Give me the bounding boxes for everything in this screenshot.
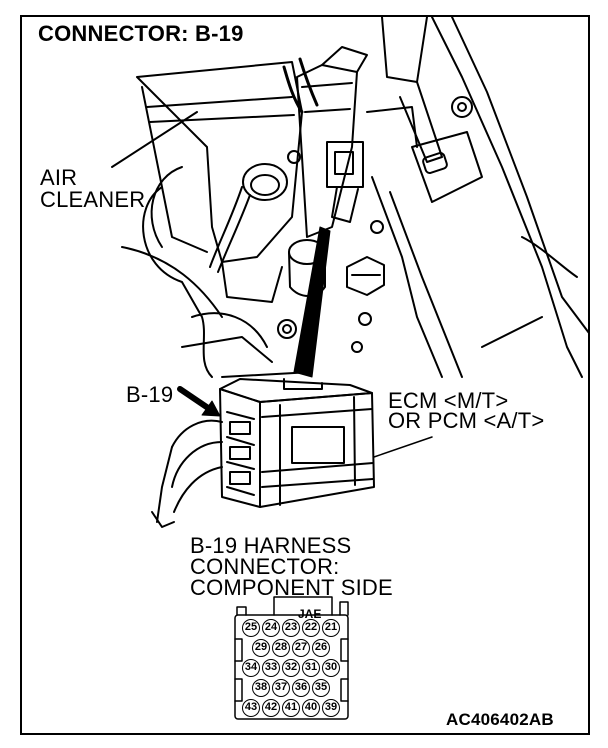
connector-pin-29: 29 [252, 639, 270, 657]
diagram-frame: CONNECTOR: B-19 AIR CLEANER B-19 ECM <M/… [20, 15, 590, 735]
ecm-label-line1: ECM <M/T> [388, 388, 509, 413]
harness-label-line2: CONNECTOR: [190, 554, 340, 579]
connector-pin-42: 42 [262, 699, 280, 717]
connector-pin-37: 37 [272, 679, 290, 697]
connector-pin-27: 27 [292, 639, 310, 657]
engine-bay-illustration [111, 17, 588, 720]
ecm-module-drawing [151, 378, 433, 528]
location-pointer [293, 226, 331, 378]
reference-code: AC406402AB [446, 710, 554, 729]
engine-bay-background [111, 17, 588, 378]
connector-pin-22: 22 [302, 619, 320, 637]
connector-pin-26: 26 [312, 639, 330, 657]
connector-pin-23: 23 [282, 619, 300, 637]
connector-pin-21: 21 [322, 619, 340, 637]
connector-pin-28: 28 [272, 639, 290, 657]
b19-callout-arrow [177, 386, 221, 417]
connector-brand-label: JAE [298, 607, 322, 621]
connector-pin-43: 43 [242, 699, 260, 717]
harness-connector-face [234, 596, 349, 720]
connector-pin-36: 36 [292, 679, 310, 697]
connector-pin-40: 40 [302, 699, 320, 717]
connector-callout-label: B-19 [126, 382, 174, 407]
connector-pin-30: 30 [322, 659, 340, 677]
connector-pin-25: 25 [242, 619, 260, 637]
ecm-label-line2: OR PCM <A/T> [388, 408, 545, 433]
connector-pin-32: 32 [282, 659, 300, 677]
connector-pin-41: 41 [282, 699, 300, 717]
connector-pin-24: 24 [262, 619, 280, 637]
connector-pin-33: 33 [262, 659, 280, 677]
air-cleaner-label-line2: CLEANER [40, 187, 146, 212]
harness-label-line3: COMPONENT SIDE [190, 575, 393, 600]
connector-pin-38: 38 [252, 679, 270, 697]
connector-pin-39: 39 [322, 699, 340, 717]
connector-pin-35: 35 [312, 679, 330, 697]
harness-label-line1: B-19 HARNESS [190, 533, 352, 558]
air-cleaner-label-line1: AIR [40, 165, 78, 190]
connector-pin-31: 31 [302, 659, 320, 677]
page-title: CONNECTOR: B-19 [36, 23, 248, 46]
connector-pin-34: 34 [242, 659, 260, 677]
